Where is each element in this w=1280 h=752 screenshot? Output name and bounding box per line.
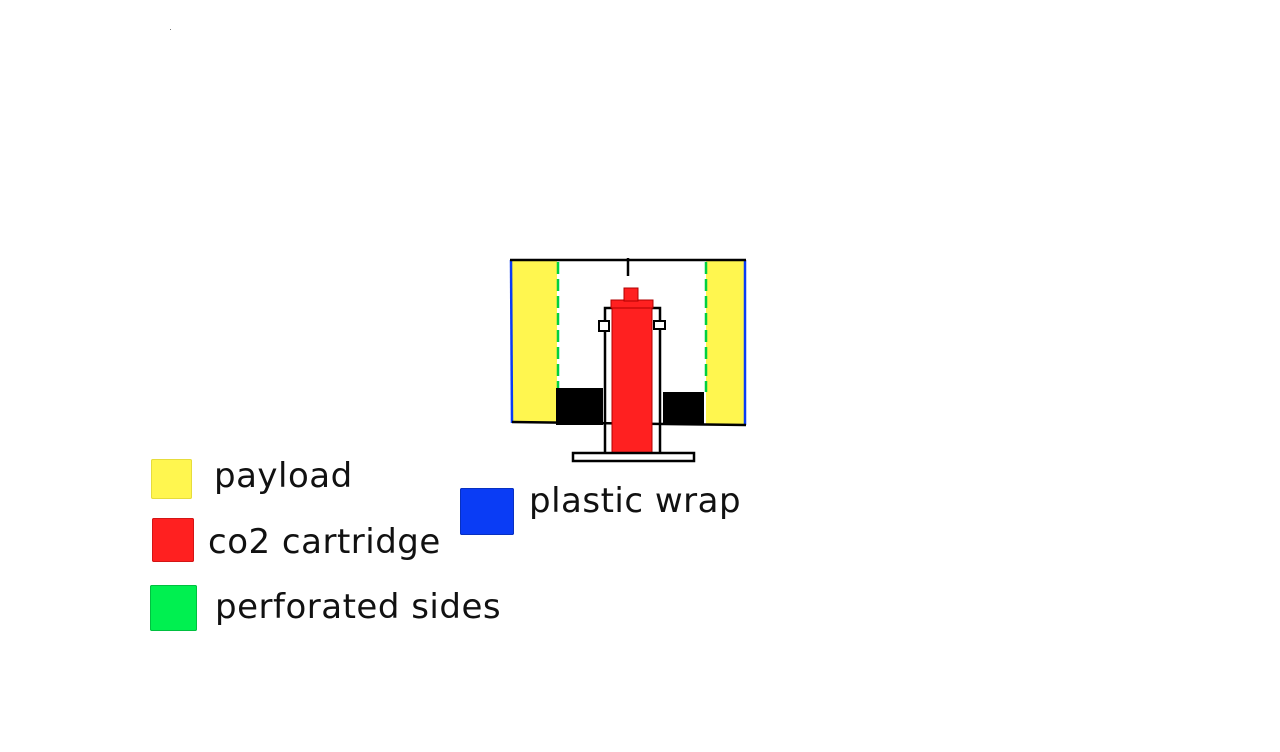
holder-ear-left (598, 320, 610, 332)
legend-label-perforated-sides: perforated sides (215, 587, 502, 627)
legend-swatch-payload (151, 459, 192, 499)
legend-label-payload: payload (214, 456, 353, 496)
plastic-wrap-left (509, 259, 514, 424)
legend-swatch-plastic-wrap (460, 488, 514, 535)
payload-right (706, 261, 745, 424)
legend-label-co2-cartridge: co2 cartridge (208, 522, 441, 562)
legend-label-plastic-wrap: plastic wrap (529, 481, 742, 521)
speck (170, 29, 171, 30)
black-weight-left (556, 388, 603, 425)
base-plate (571, 451, 696, 463)
co2-cartridge-neck (623, 287, 639, 302)
legend-swatch-perforated-sides (150, 585, 197, 631)
black-weight-right (663, 392, 704, 425)
payload-left (512, 261, 557, 423)
legend-swatch-co2-cartridge (152, 518, 194, 562)
holder-ear-right (653, 320, 666, 330)
co2-cartridge-body (611, 304, 653, 454)
